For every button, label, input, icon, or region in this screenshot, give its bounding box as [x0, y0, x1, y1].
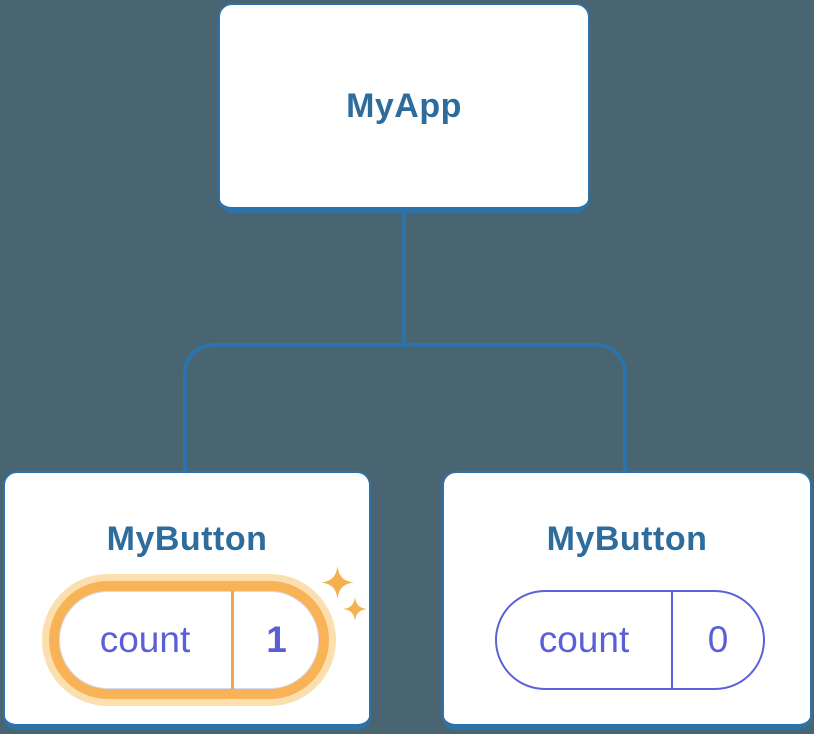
state-value: 0: [707, 619, 729, 660]
pill-divider: [671, 592, 673, 688]
state-pill-highlighted: count 1: [49, 581, 329, 699]
node-myapp: MyApp: [218, 3, 590, 213]
node-mybutton-right: MyButton count 0: [442, 471, 812, 730]
sparkle-icon: [343, 597, 367, 621]
connector-fork-line: [183, 343, 627, 473]
pill-divider: [231, 591, 234, 689]
state-pill: count 0: [495, 590, 765, 690]
state-key: count: [538, 619, 630, 660]
state-key: count: [99, 619, 191, 660]
node-mybutton-right-label: MyButton: [546, 520, 708, 558]
connector-stem-line: [402, 210, 406, 346]
state-value: 1: [266, 619, 287, 660]
sparkle-icon: [321, 566, 354, 599]
node-mybutton-left: MyButton count 1: [3, 471, 371, 730]
node-mybutton-left-label: MyButton: [106, 520, 268, 558]
node-myapp-label: MyApp: [346, 86, 462, 125]
